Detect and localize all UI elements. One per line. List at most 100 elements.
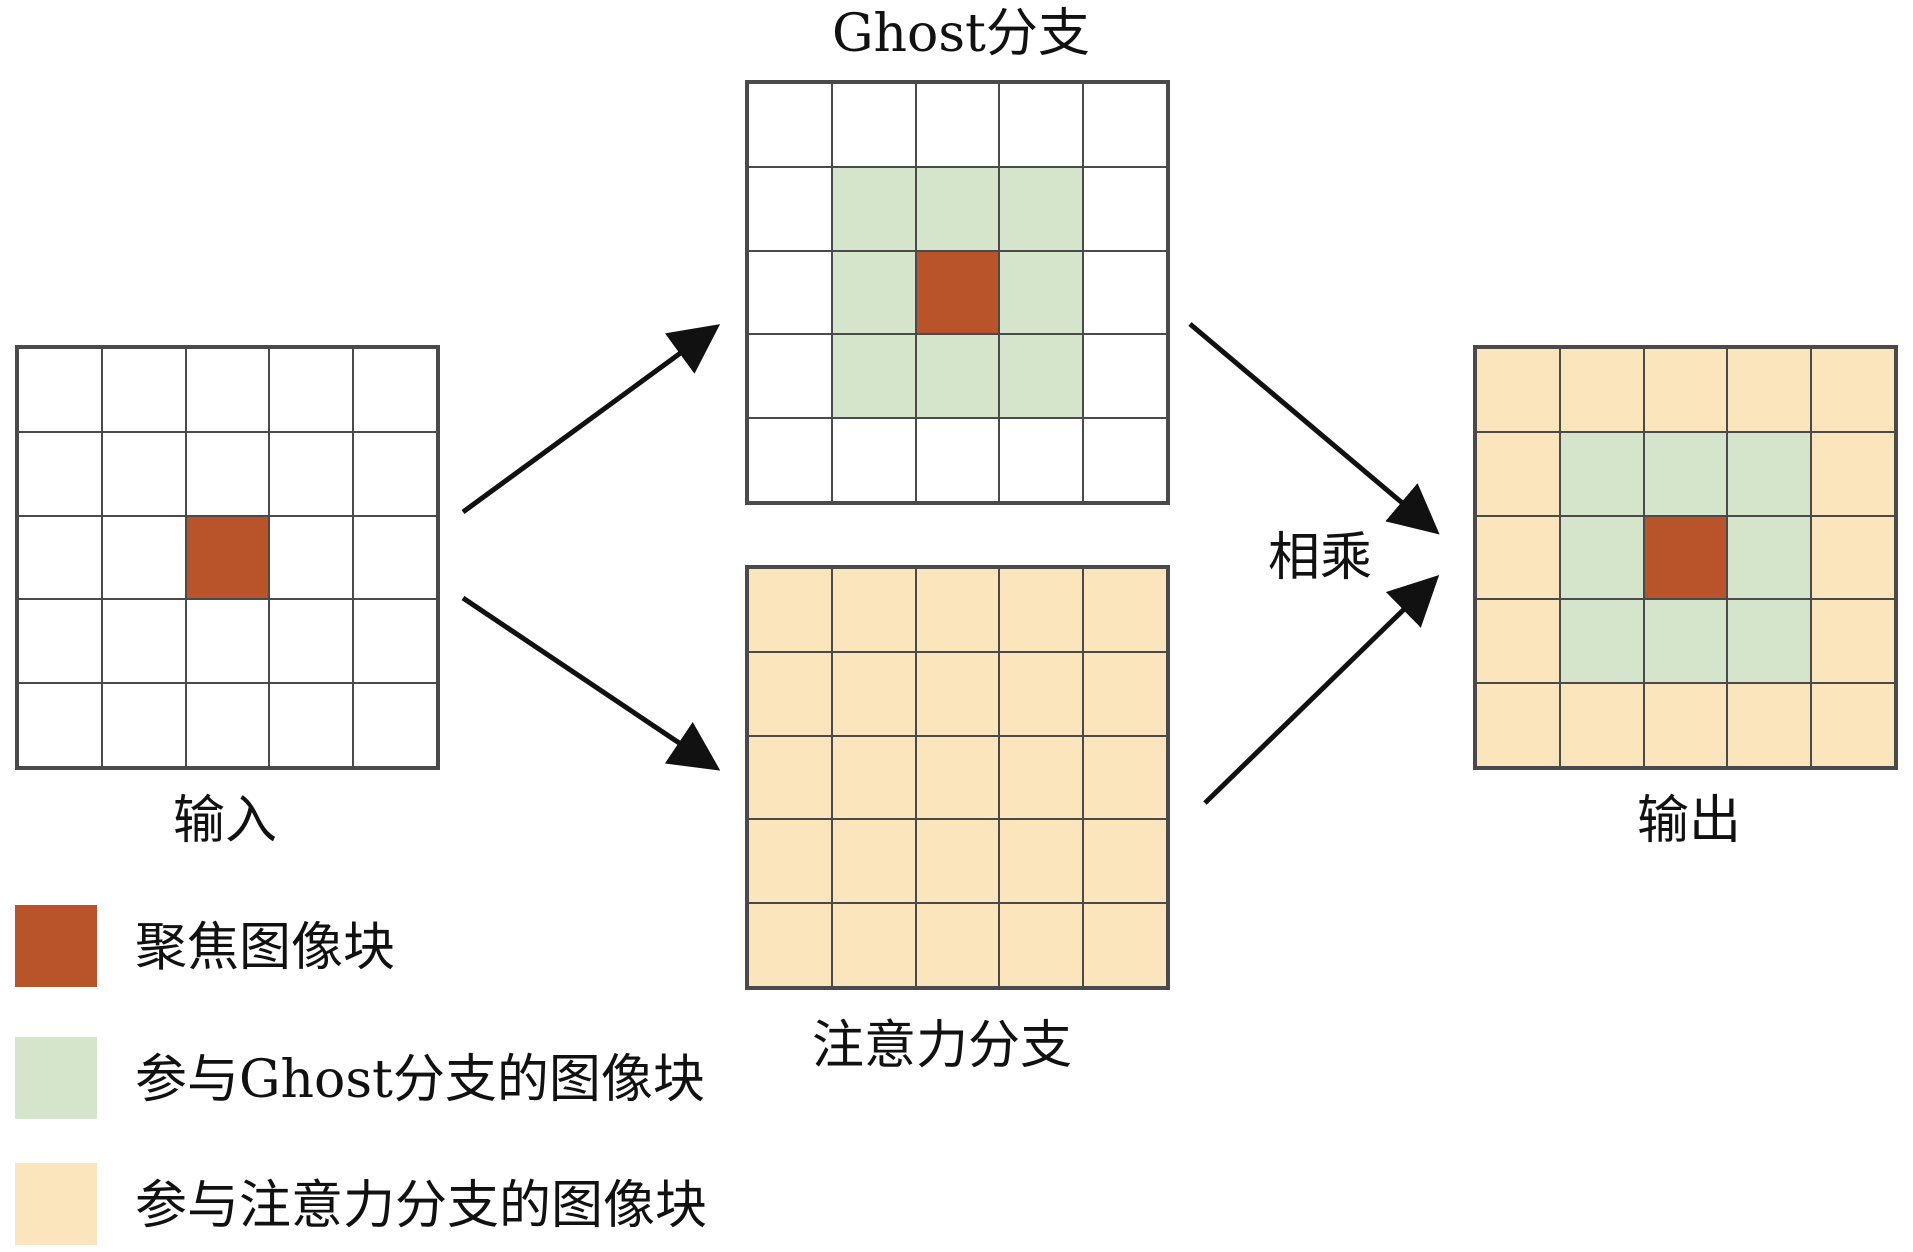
input-cell-white xyxy=(185,431,270,516)
ghost-cell-white xyxy=(748,166,832,251)
attention-branch-grid xyxy=(745,565,1170,990)
input-grid xyxy=(15,345,440,770)
attention-cell-yellow xyxy=(915,735,1000,820)
ghost-cell-white xyxy=(1083,334,1167,419)
attention-cell-yellow xyxy=(999,651,1084,736)
ghost-cell-white xyxy=(915,83,1000,167)
input-cell-white xyxy=(353,599,437,684)
input-cell-white xyxy=(101,599,186,684)
ghost-cell-green xyxy=(831,250,916,335)
input-cell-white xyxy=(185,348,270,432)
ghost-branch-label: Ghost分支 xyxy=(832,4,1090,64)
input-cell-white xyxy=(18,348,102,432)
attention-cell-yellow xyxy=(915,568,1000,652)
ghost-cell-white xyxy=(1083,418,1167,502)
attention-cell-yellow xyxy=(748,819,832,904)
attention-cell-yellow xyxy=(748,568,832,652)
input-cell-white xyxy=(185,683,270,767)
ghost-cell-white xyxy=(748,334,832,419)
input-cell-white xyxy=(18,599,102,684)
input-cell-focus xyxy=(185,515,270,600)
output-cell-yellow xyxy=(1811,431,1895,516)
output-cell-yellow xyxy=(1476,683,1560,767)
output-cell-yellow xyxy=(1727,348,1812,432)
ghost-cell-green xyxy=(999,250,1084,335)
input-cell-white xyxy=(353,515,437,600)
output-grid xyxy=(1473,345,1898,770)
ghost-cell-white xyxy=(1083,250,1167,335)
input-cell-white xyxy=(101,348,186,432)
attention-cell-yellow xyxy=(915,819,1000,904)
output-cell-yellow xyxy=(1476,515,1560,600)
ghost-cell-white xyxy=(999,418,1084,502)
attention-cell-yellow xyxy=(999,735,1084,820)
output-cell-yellow xyxy=(1643,348,1728,432)
ghost-cell-green xyxy=(999,334,1084,419)
attention-cell-yellow xyxy=(748,903,832,987)
attention-cell-yellow xyxy=(999,568,1084,652)
output-cell-green xyxy=(1559,515,1644,600)
attention-cell-yellow xyxy=(831,903,916,987)
ghost-cell-white xyxy=(1083,83,1167,167)
output-cell-green xyxy=(1643,599,1728,684)
input-cell-white xyxy=(353,683,437,767)
attention-cell-yellow xyxy=(1083,568,1167,652)
output-cell-yellow xyxy=(1727,683,1812,767)
output-cell-yellow xyxy=(1811,599,1895,684)
attention-cell-yellow xyxy=(831,651,916,736)
attention-cell-yellow xyxy=(915,903,1000,987)
attention-cell-yellow xyxy=(915,651,1000,736)
output-cell-yellow xyxy=(1559,348,1644,432)
output-cell-focus xyxy=(1643,515,1728,600)
ghost-cell-white xyxy=(831,83,916,167)
attention-cell-yellow xyxy=(748,735,832,820)
attention-cell-yellow xyxy=(831,735,916,820)
attention-cell-yellow xyxy=(1083,903,1167,987)
legend-swatch-attention xyxy=(15,1163,97,1245)
ghost-cell-green xyxy=(915,166,1000,251)
output-cell-yellow xyxy=(1476,599,1560,684)
ghost-cell-focus xyxy=(915,250,1000,335)
input-cell-white xyxy=(269,431,354,516)
input-cell-white xyxy=(101,515,186,600)
input-cell-white xyxy=(353,431,437,516)
attention-cell-yellow xyxy=(748,651,832,736)
attention-cell-yellow xyxy=(999,903,1084,987)
attention-cell-yellow xyxy=(831,568,916,652)
ghost-branch-grid xyxy=(745,80,1170,505)
ghost-cell-white xyxy=(915,418,1000,502)
input-cell-white xyxy=(18,431,102,516)
multiply-label: 相乘 xyxy=(1268,528,1373,588)
output-cell-green xyxy=(1727,431,1812,516)
input-cell-white xyxy=(101,683,186,767)
output-cell-yellow xyxy=(1811,515,1895,600)
input-cell-white xyxy=(185,599,270,684)
ghost-cell-green xyxy=(831,166,916,251)
arrow-attention-to-output xyxy=(1203,575,1440,805)
output-cell-yellow xyxy=(1811,348,1895,432)
ghost-cell-green xyxy=(915,334,1000,419)
input-label: 输入 xyxy=(173,791,278,851)
arrow-input-to-attention xyxy=(461,595,721,771)
ghost-cell-white xyxy=(748,418,832,502)
arrow-input-to-ghost xyxy=(461,324,721,515)
output-cell-green xyxy=(1643,431,1728,516)
ghost-cell-white xyxy=(748,83,832,167)
ghost-cell-white xyxy=(831,418,916,502)
output-cell-green xyxy=(1727,515,1812,600)
input-cell-white xyxy=(101,431,186,516)
attention-cell-yellow xyxy=(1083,819,1167,904)
legend-label-focus: 聚焦图像块 xyxy=(135,918,396,978)
legend-swatch-focus xyxy=(15,905,97,987)
ghost-cell-white xyxy=(1083,166,1167,251)
input-cell-white xyxy=(18,683,102,767)
legend-swatch-ghost xyxy=(15,1037,97,1119)
ghost-cell-white xyxy=(999,83,1084,167)
output-cell-yellow xyxy=(1476,431,1560,516)
output-cell-yellow xyxy=(1476,348,1560,432)
output-cell-yellow xyxy=(1559,683,1644,767)
output-cell-green xyxy=(1559,599,1644,684)
input-cell-white xyxy=(269,348,354,432)
input-cell-white xyxy=(18,515,102,600)
